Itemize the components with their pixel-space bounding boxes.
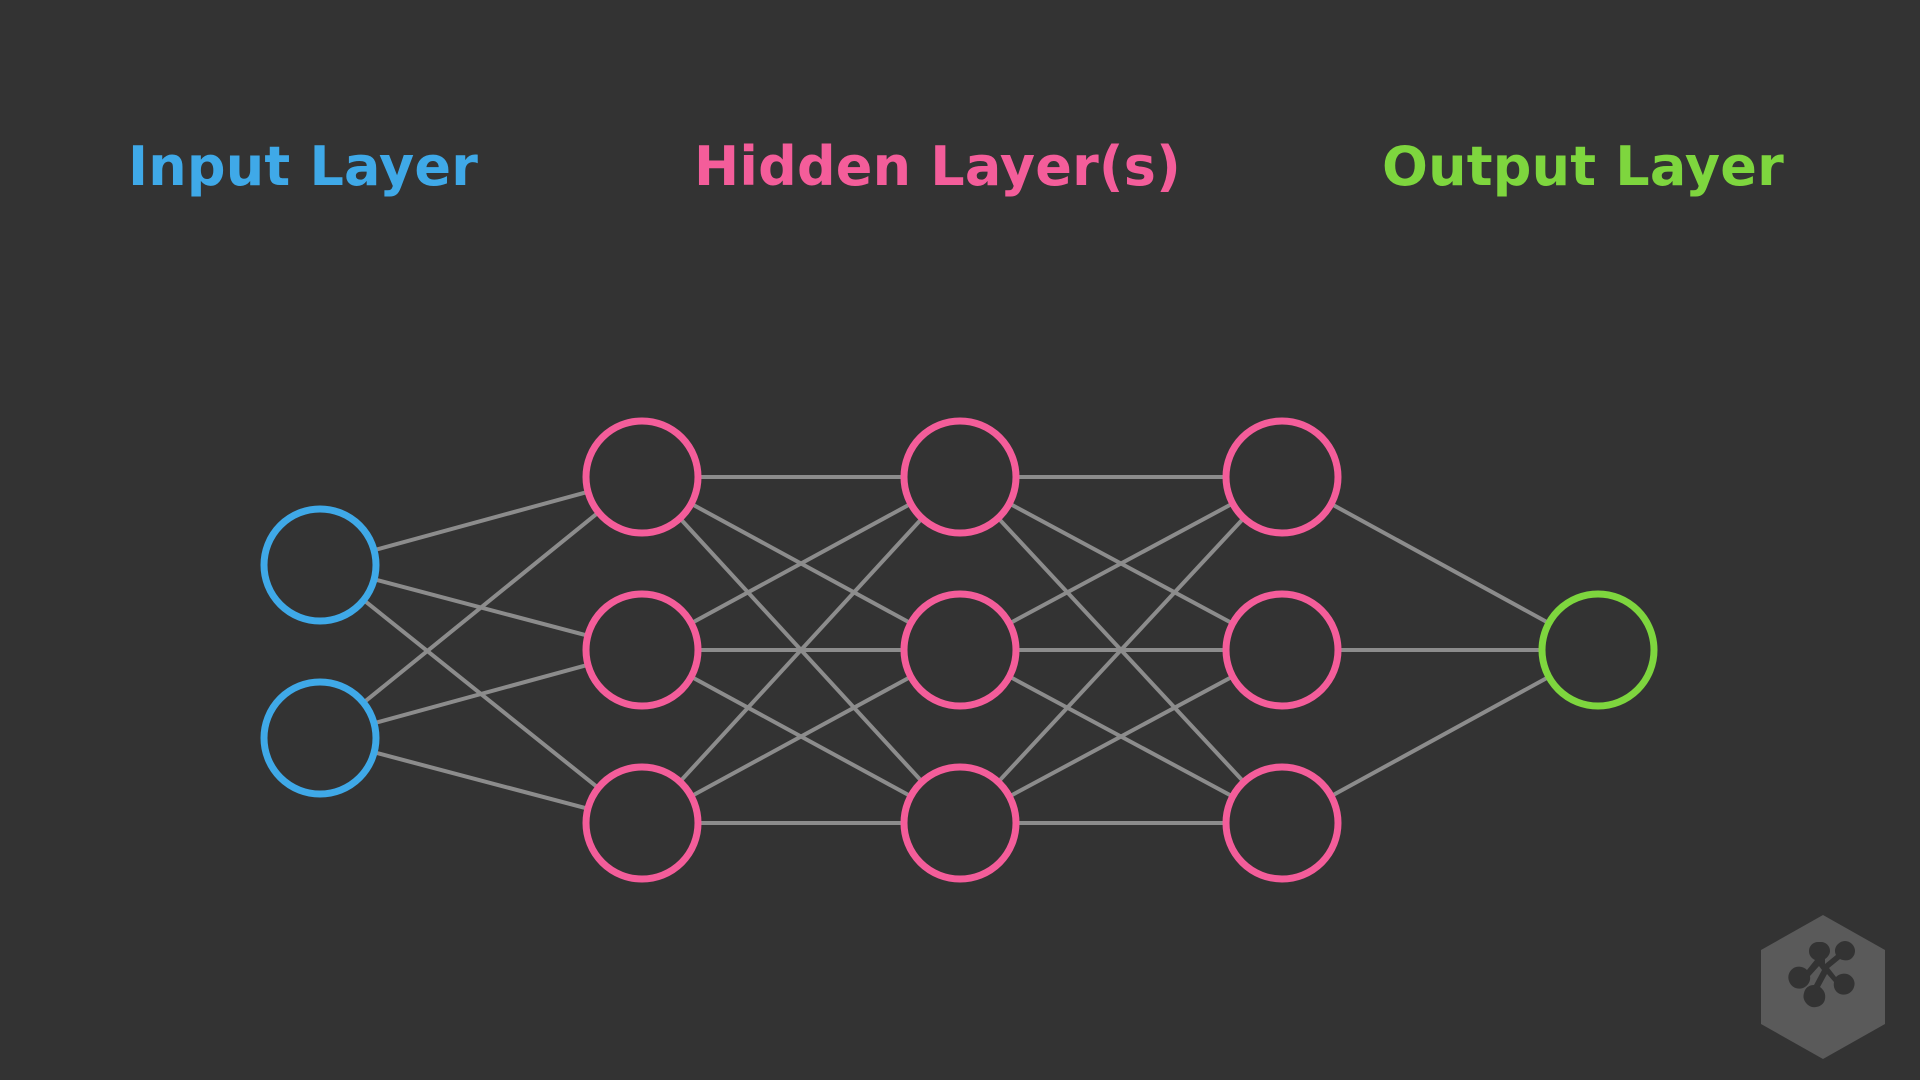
neuron-node-h3b[interactable] [1222,590,1342,710]
hexagon-logo-icon [1761,915,1885,1059]
neuron-node-i1[interactable] [260,505,380,625]
connection-edge [1329,674,1551,799]
neuron-node-h2b[interactable] [900,590,1020,710]
neuron-node-h1b[interactable] [582,590,702,710]
neuron-node-h1c[interactable] [582,763,702,883]
connection-edge [689,674,913,799]
connection-edge [1329,501,1551,626]
neuron-node-h2a[interactable] [900,417,1020,537]
connection-edge [361,510,601,705]
neuron-node-h1a[interactable] [582,417,702,537]
neuron-node-o1[interactable] [1538,590,1658,710]
neuron-node-h2c[interactable] [900,763,1020,883]
neuron-node-h3a[interactable] [1222,417,1342,537]
connection-edge [677,516,925,784]
neuron-node-i2[interactable] [260,678,380,798]
connection-edge [689,501,913,626]
connection-edge [1007,674,1235,799]
node-group [260,417,1658,883]
connection-edge [1007,501,1235,626]
connection-edge [372,662,590,726]
connection-edge [996,515,1246,785]
edge-group [361,475,1551,825]
neuron-node-h3c[interactable] [1222,763,1342,883]
connection-edge [372,489,590,553]
connection-edge [372,750,590,811]
